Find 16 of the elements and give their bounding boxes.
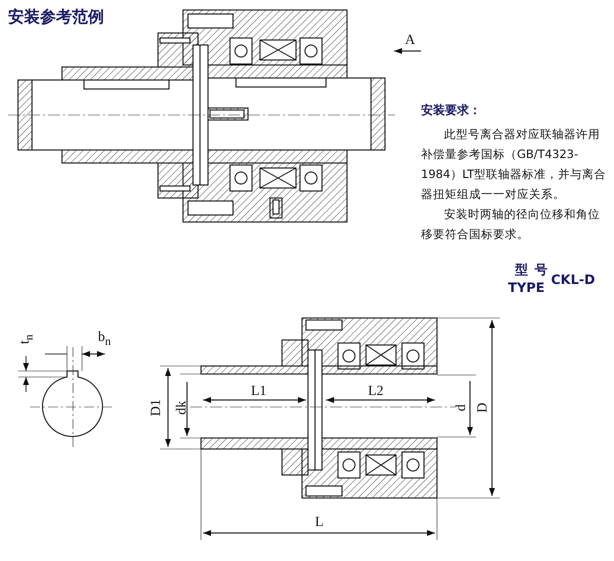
dimension-label: dk: [174, 400, 190, 415]
model-label: TYPE: [508, 282, 545, 296]
paragraph: 此型号离合器对应联轴器许用补偿量参考国标（GB/T4323-1984）LT型联轴器标准，并与离合器扭矩组成一一对应关系。: [421, 126, 608, 203]
dimension-label: L2: [368, 384, 384, 400]
dimension-label: L1: [251, 384, 267, 400]
paragraph: 安装时两轴的径向位移和角位移要符合国标要求。: [421, 206, 601, 243]
dimension-label: D1: [148, 399, 164, 416]
dimension-label: L: [315, 515, 324, 530]
title: 安装参考范例: [8, 8, 104, 26]
dimension-label: b$_{n}$: [98, 330, 111, 349]
section-heading: 安装要求：: [421, 104, 481, 118]
model-label: 型 号: [515, 264, 549, 278]
dimension-label: D: [475, 402, 491, 413]
model-code: CKL-D: [551, 274, 596, 288]
view-label: A: [405, 33, 416, 48]
dimension-label: d: [454, 404, 470, 412]
